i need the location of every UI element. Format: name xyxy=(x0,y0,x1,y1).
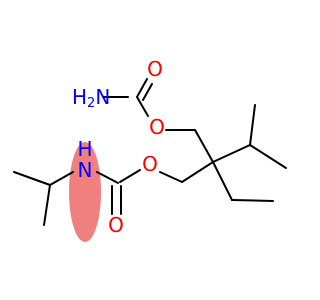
bond-carbonyl-c-to-n xyxy=(96,171,119,184)
bond-ester-o-to-carbonyl-c xyxy=(119,169,141,183)
nh-highlight xyxy=(69,142,101,242)
bond-ethyl-ch2-to-ch3 xyxy=(231,199,274,202)
nh-highlight-ellipse xyxy=(69,142,101,242)
bond-isopropyl-ch-to-methyl-right xyxy=(249,144,287,169)
bond-n-to-isopropyl-ch xyxy=(49,171,74,186)
atom-n-bottom: N xyxy=(78,158,93,182)
bond-carbonyl-c-to-o-double-b xyxy=(142,83,153,101)
atom-labels: O O H2N H N O O xyxy=(72,57,165,237)
atom-nh2-n: N xyxy=(95,85,110,109)
atom-h-nh-bottom: H xyxy=(77,137,92,161)
chemical-structure-diagram: O O H2N H N O O xyxy=(13,57,287,242)
atom-nh2-top: H2N xyxy=(72,85,110,111)
bond-carbonyl-c-to-ester-o xyxy=(136,96,149,117)
bonds xyxy=(13,78,287,226)
atom-nh2-subscript: 2 xyxy=(87,96,95,111)
bond-ch2-lower-to-ester-o xyxy=(159,171,183,183)
bond-isopropyl-ch-to-methyl-left xyxy=(13,171,51,186)
bond-isopropyl-ch-to-methyl-down xyxy=(43,184,51,226)
bond-quaternary-c-to-ethyl-ch2 xyxy=(212,161,233,201)
bond-quaternary-c-to-isopropyl-ch xyxy=(212,144,251,163)
bond-quaternary-c-to-ch2-lower xyxy=(181,161,214,183)
atom-o-ester-bottom: O xyxy=(142,152,158,176)
atom-o-carbonyl-bottom: O xyxy=(108,213,124,237)
atom-o-ester-top: O xyxy=(149,115,165,139)
bond-isopropyl-ch-to-methyl-up xyxy=(249,104,256,146)
bond-carbonyl-c-to-o-double-a xyxy=(136,78,148,98)
atom-o-carbonyl-top: O xyxy=(147,57,163,81)
bond-ch2-to-quaternary-c xyxy=(194,129,214,163)
atom-nh2-h: H xyxy=(72,85,87,109)
